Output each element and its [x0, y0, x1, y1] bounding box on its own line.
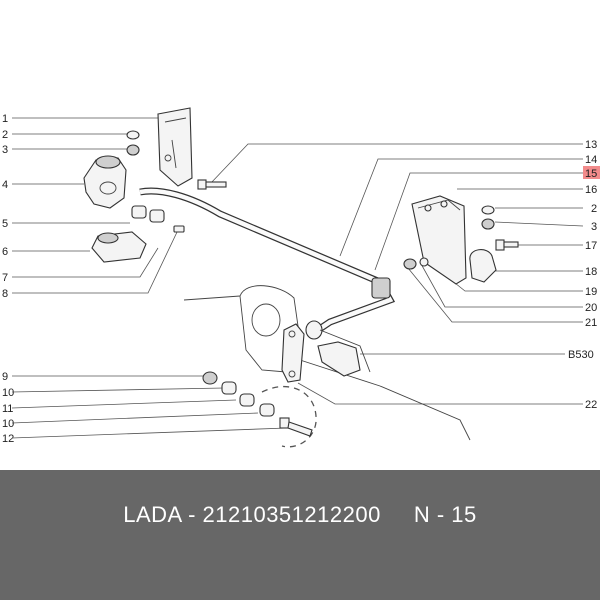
callout-right-21: 21 — [585, 317, 597, 329]
callout-left-9: 9 — [2, 371, 8, 383]
clamp-18 — [469, 249, 497, 283]
callout-left-8: 8 — [2, 288, 8, 300]
callout-right-14: 14 — [585, 154, 597, 166]
upper-bracket — [157, 107, 193, 187]
callout-left-10b: 10 — [2, 418, 14, 430]
callout-right-3: 3 — [591, 221, 597, 233]
callout-left-6: 6 — [2, 246, 8, 258]
parts-diagram: 1 2 3 4 5 6 7 8 9 10 11 10 12 13 14 15 1… — [2, 107, 600, 448]
bushings-9-12 — [202, 371, 313, 437]
callout-right-17: 17 — [585, 240, 597, 252]
callouts-left: 1 2 3 4 5 6 7 8 9 10 11 10 12 — [2, 113, 14, 445]
right-bracket-16 — [411, 195, 467, 285]
callout-right-15: 15 — [585, 168, 597, 180]
bolt-13 — [197, 179, 227, 190]
right-nuts — [481, 205, 495, 230]
callout-highlight — [583, 166, 600, 179]
footer-bar: LADA - 21210351212200 N - 15 — [0, 470, 600, 600]
dashed-arc — [261, 385, 317, 448]
callout-left-11: 11 — [2, 403, 13, 415]
callout-left-5: 5 — [2, 218, 8, 230]
callout-left-3: 3 — [2, 144, 8, 156]
callout-left-1: 1 — [2, 113, 8, 125]
callout-right-b530: B530 — [568, 349, 594, 361]
callout-left-2: 2 — [2, 129, 8, 141]
bar-bushing — [371, 277, 391, 299]
callout-left-7: 7 — [2, 272, 8, 284]
nut-19-20 — [403, 257, 429, 270]
callout-left-12: 12 — [2, 433, 14, 445]
callout-right-19: 19 — [585, 286, 597, 298]
footer-part-label: LADA - 21210351212200 N - 15 — [123, 502, 477, 527]
callout-right-16: 16 — [585, 184, 597, 196]
nuts-2-3 — [126, 130, 140, 156]
stabilizer-bar — [139, 187, 396, 340]
bracket-b530 — [317, 341, 361, 377]
callout-left-10a: 10 — [2, 387, 14, 399]
callout-right-2: 2 — [591, 203, 597, 215]
small-bolt-8 — [173, 225, 185, 233]
leader-lines-right — [209, 143, 584, 405]
bushing-housing — [83, 155, 127, 209]
callout-right-20: 20 — [585, 302, 597, 314]
callouts-right: 13 14 15 16 2 3 17 18 19 20 21 B530 22 — [568, 139, 600, 411]
small-bushings-5 — [131, 205, 165, 223]
rubber-boot — [91, 231, 147, 263]
callout-right-22: 22 — [585, 399, 597, 411]
callout-left-4: 4 — [2, 179, 8, 191]
callout-right-13: 13 — [585, 139, 597, 151]
leader-lines-left — [11, 117, 288, 439]
link-22 — [281, 323, 305, 383]
bolt-17 — [495, 239, 519, 251]
callout-right-18: 18 — [585, 266, 597, 278]
